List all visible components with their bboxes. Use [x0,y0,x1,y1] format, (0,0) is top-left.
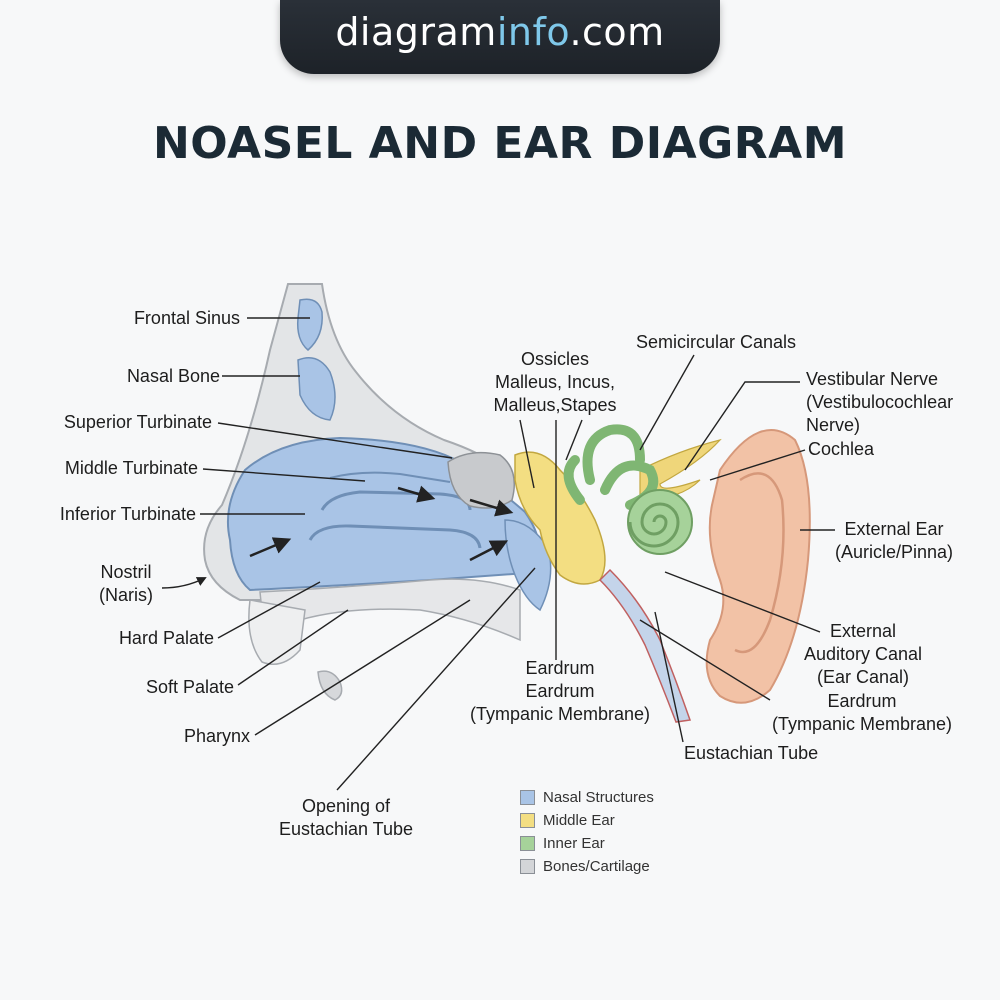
label-external-auditory-canal: External Auditory Canal (Ear Canal) [796,620,930,689]
label-eustachian-opening: Opening of Eustachian Tube [268,795,424,841]
label-cochlea: Cochlea [808,439,875,459]
legend-item: Nasal Structures [520,786,654,809]
cochlea-shape [627,489,693,555]
label-external-ear: External Ear (Auricle/Pinna) [824,518,964,564]
brand-part-domain: .com [569,10,665,54]
label-vestibular-line2: (Vestibulocochlear [806,392,954,412]
label-inferior-turbinate: Inferior Turbinate [59,504,196,524]
frontal-sinus-shape [296,298,323,351]
inferior-turbinate-curve [308,524,482,549]
label-eac-line2: Auditory Canal [803,644,923,664]
legend-item: Middle Ear [520,809,654,832]
legend-swatch [520,790,535,805]
label-eardrum-middle-line3: (Tympanic Membrane) [469,704,651,724]
uvula-shape [317,670,343,701]
label-middle-turbinate: Middle Turbinate [64,458,198,478]
legend-label: Inner Ear [543,835,605,852]
leader-lines [161,317,835,791]
legend-label: Bones/Cartilage [543,858,650,875]
airflow-arrow [469,540,509,562]
label-vestibular-line3: Nerve) [806,415,861,435]
label-superior-turbinate: Superior Turbinate [63,412,212,432]
label-soft-palate: Soft Palate [145,677,234,697]
label-ossicles-line3: Malleus,Stapes [493,395,617,415]
legend-swatch [520,859,535,874]
label-external-ear-line1: External Ear [844,519,944,539]
brand-banner [280,0,720,74]
jaw-shape [248,599,306,665]
label-vestibular-nerve: Vestibular Nerve (Vestibulocochlear Nerv… [806,368,953,437]
legend-label: Nasal Structures [543,789,654,806]
superior-turbinate-curve [329,471,451,483]
label-eardrum-middle: Eardrum Eardrum (Tympanic Membrane) [462,657,658,726]
label-eustachian-tube: Eustachian Tube [684,743,819,763]
vestibular-nerve-shape [639,438,722,501]
label-vestibular-line1: Vestibular Nerve [806,369,939,389]
label-eac-line1: External [829,621,897,641]
airflow-arrow [397,485,436,503]
page-title: NOASEL AND EAR DIAGRAM [152,118,847,169]
airflow-arrow [469,498,514,517]
legend: Nasal Structures Middle Ear Inner Ear Bo… [520,786,654,878]
external-ear-shape [705,429,811,704]
label-nostril: Nostril (Naris) [88,561,164,607]
label-ossicles-line1: Ossicles [520,349,589,369]
nasal-bone-shape [297,357,336,421]
label-frontal-sinus: Frontal Sinus [133,308,240,328]
label-external-ear-line2: (Auricle/Pinna) [834,542,954,562]
label-eardrum-right-line1: Eardrum [827,691,897,711]
pharynx-shape [504,519,552,612]
legend-swatch [520,836,535,851]
label-hard-palate: Hard Palate [118,628,214,648]
label-nasal-bone: Nasal Bone [126,366,220,386]
legend-item: Inner Ear [520,832,654,855]
brand-logo: diagraminfo.com [280,10,720,54]
label-nostril-line1: Nostril [100,562,152,582]
label-semicircular-canals: Semicircular Canals [636,332,797,352]
label-eardrum-right: Eardrum (Tympanic Membrane) [764,690,960,736]
legend-label: Middle Ear [543,812,615,829]
label-eustachian-opening-line1: Opening of [301,796,391,816]
eustachian-tube-shape [598,568,692,723]
legend-swatch [520,813,535,828]
label-eustachian-opening-line2: Eustachian Tube [278,819,414,839]
label-eac-line3: (Ear Canal) [816,667,910,687]
airflow-arrow [249,537,292,558]
brand-part-diagram: diagram [335,10,497,54]
legend-item: Bones/Cartilage [520,855,654,878]
label-eardrum-right-line2: (Tympanic Membrane) [771,714,953,734]
brand-part-info: info [496,10,570,54]
label-ossicles-line2: Malleus, Incus, [494,372,616,392]
label-pharynx: Pharynx [183,726,250,746]
label-nostril-line2: (Naris) [99,585,153,605]
label-eardrum-middle-line2: Eardrum [525,681,595,701]
palate-shape [259,578,521,642]
label-ossicles: Ossicles Malleus, Incus, Malleus,Stapes [478,348,632,417]
label-eardrum-middle-line1: Eardrum [525,658,595,678]
